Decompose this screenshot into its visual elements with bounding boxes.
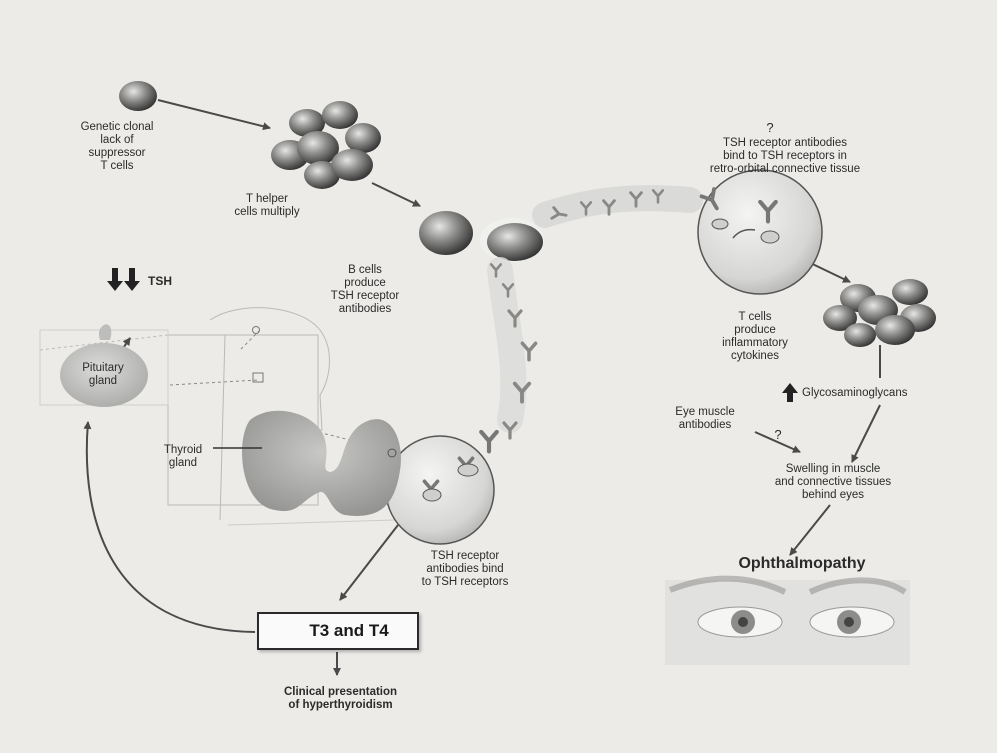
eyes-illustration (665, 579, 910, 665)
label-glycosaminoglycans: Glycosaminoglycans (802, 387, 972, 400)
label-ophthalmopathy: Ophthalmopathy (722, 557, 882, 570)
t-cell-cytokine-cluster (823, 279, 936, 347)
label-tsh: TSH (148, 275, 188, 288)
label-t-helper: T helper cells multiply (212, 193, 322, 219)
label-bind-orbital: TSH receptor antibodies bind to TSH rece… (685, 137, 885, 176)
up-arrow-icon (782, 383, 798, 402)
label-genetic-clonal: Genetic clonal lack of suppressor T cell… (62, 121, 172, 173)
b-cells (419, 211, 544, 262)
t3-t4-box: T3 and T4 (257, 612, 419, 650)
label-swelling: Swelling in muscle and connective tissue… (748, 463, 918, 502)
label-t-cells-cytokines: T cells produce inflammatory cytokines (700, 311, 810, 363)
double-down-arrow-icon (107, 268, 140, 291)
question-mark-mid: ? (768, 428, 788, 441)
label-t3-t4: T3 and T4 (309, 621, 388, 641)
label-clinical: Clinical presentation of hyperthyroidism (268, 686, 413, 712)
antibody-stream-top (545, 190, 690, 220)
antibody-stream-down (491, 264, 535, 438)
suppressor-t-cell (119, 81, 157, 111)
label-eye-muscle: Eye muscle antibodies (660, 406, 750, 432)
label-pituitary: Pituitary gland (58, 362, 148, 388)
t-helper-cell-cluster (271, 101, 381, 189)
retro-orbital-cell (698, 170, 822, 294)
label-bind-thyroid: TSH receptor antibodies bind to TSH rece… (395, 550, 535, 589)
label-thyroid: Thyroid gland (148, 444, 218, 470)
label-b-cells: B cells produce TSH receptor antibodies (310, 264, 420, 316)
question-mark-top: ? (760, 121, 780, 134)
thyroid-cell (386, 432, 497, 544)
